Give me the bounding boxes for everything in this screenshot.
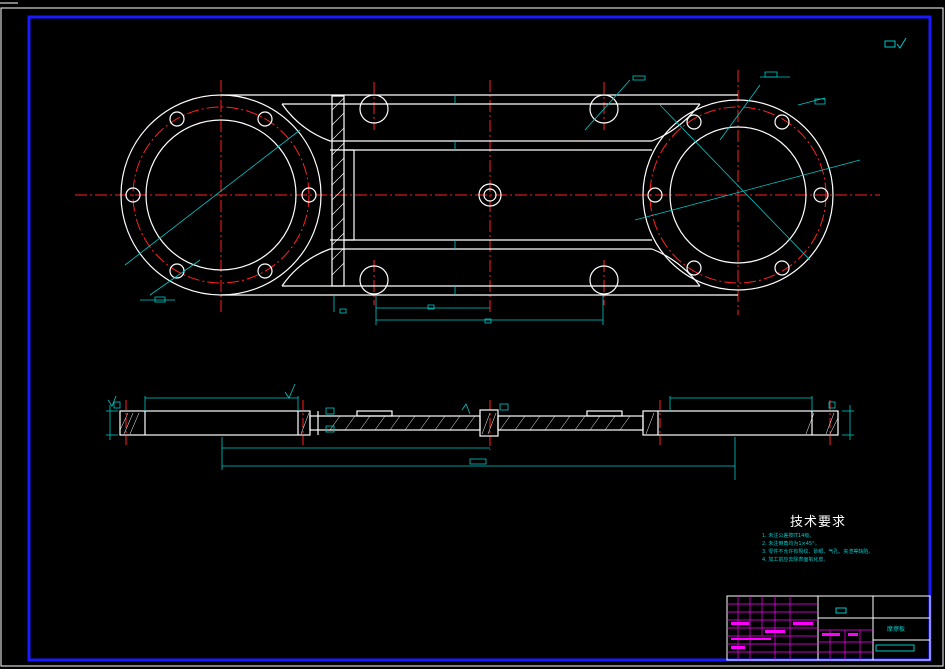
tech-note: 1. 未注公差按IT14级。 [762,533,815,539]
tech-note: 3. 零件不允许有裂纹、砂眼、气孔、夹渣等缺陷。 [762,549,874,555]
top-view [75,70,880,325]
tech-requirements-title: 技术要求 [790,515,847,530]
part-name: 摩擦板 [887,626,906,633]
front-view [106,383,854,480]
outline [120,94,834,296]
title-block [726,595,931,661]
tech-note: 4. 加工前应去除表面氧化皮。 [762,557,829,563]
sheet-border [0,7,944,667]
tech-note: 2. 未注倒角均为1×45°。 [762,541,820,547]
drawing-frame [27,15,932,662]
centerlines [75,70,880,315]
roughness-symbol [884,37,907,49]
tech-requirements-notes: 1. 未注公差按IT14级。 2. 未注倒角均为1×45°。 3. 零件不允许有… [762,532,932,564]
section-hatch [331,97,345,276]
dimensions [124,71,861,325]
